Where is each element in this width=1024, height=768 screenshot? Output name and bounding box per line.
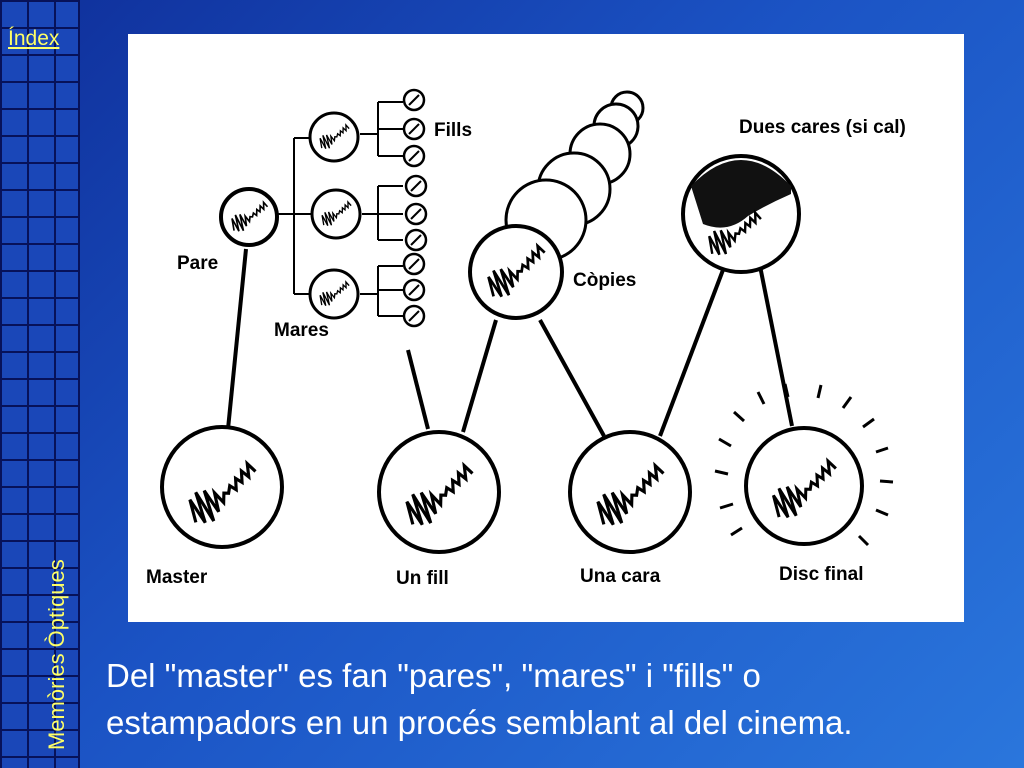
label-pare: Pare [177,253,218,274]
label-mares: Mares [274,320,329,341]
index-link[interactable]: Índex [8,27,60,50]
master-disc [160,425,284,549]
diagram-panel: Pare Mares Fills Còpies Dues cares (si c… [128,34,964,622]
label-master: Master [146,567,208,588]
mare-disc [308,111,360,163]
caption-line-2: estampadors en un procés semblant al del… [106,704,853,741]
label-dues-cares: Dues cares (si cal) [739,117,906,138]
fill-discs [402,88,428,328]
caption-line-1: Del "master" es fan "pares", "mares" i "… [106,657,761,694]
pare-disc [219,187,279,247]
vertical-section-title: Memòries Òptiques [44,559,69,750]
fill-disc-marks [408,94,422,322]
caption: Del "master" es fan "pares", "mares" i "… [106,652,1016,746]
disc-final [744,426,864,546]
sidebar-grid: Índex Memòries Òptiques [0,0,80,768]
una-cara-disc [568,430,692,554]
un-fill-disc [377,430,501,554]
stamper-process-diagram: Pare Mares Fills Còpies Dues cares (si c… [146,88,906,589]
connector-lines [226,248,794,437]
label-un-fill: Un fill [396,568,449,589]
mare-disc [308,268,360,320]
double-sided-disc [681,154,801,274]
mare-disc [310,188,362,240]
disc-final-rays [714,383,894,547]
label-fills: Fills [434,120,472,141]
label-una-cara: Una cara [580,566,661,587]
label-disc-final: Disc final [779,564,863,585]
label-copies: Còpies [573,270,636,291]
tree-branches [274,101,403,317]
